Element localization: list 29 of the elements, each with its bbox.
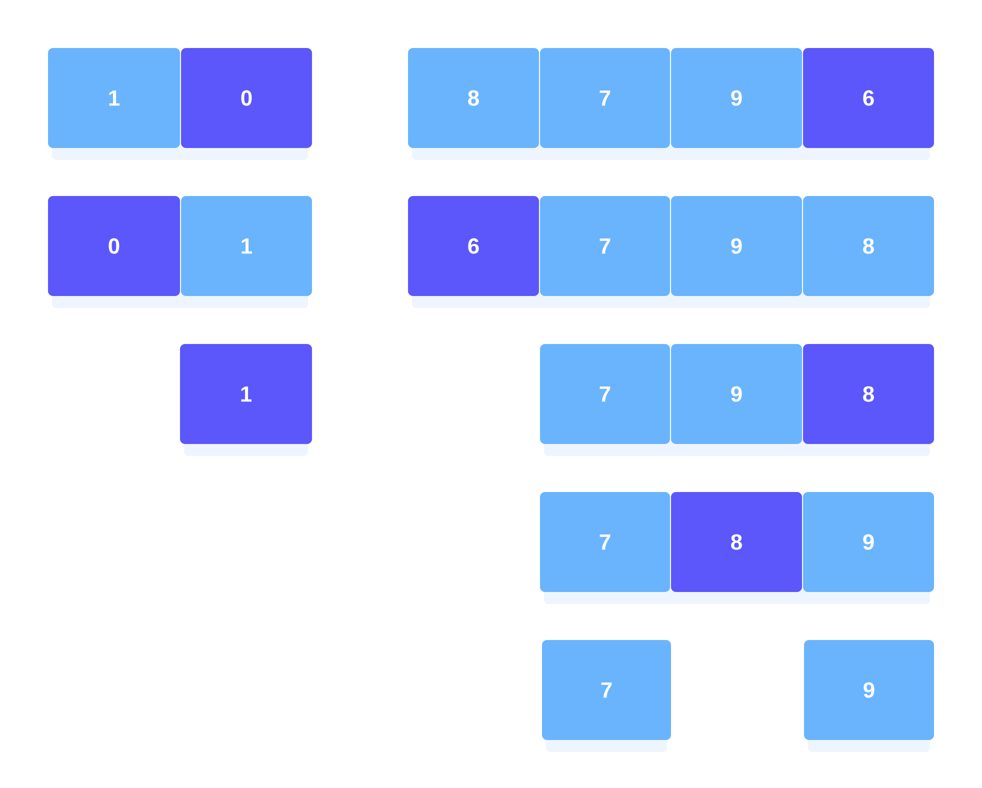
- node-label: 7: [600, 238, 610, 254]
- array-cell: 9: [803, 492, 934, 592]
- node-label: 7: [600, 386, 610, 402]
- array-cell: 1: [181, 196, 312, 296]
- array-cell: 7: [540, 48, 670, 148]
- array-cell: 7: [542, 640, 671, 740]
- array-cell: 6: [408, 196, 539, 296]
- node-label: 9: [731, 238, 742, 254]
- array-cell: 8: [671, 492, 802, 592]
- array-cell: 7: [540, 492, 670, 592]
- node-label: 9: [731, 386, 742, 402]
- array-cell: 7: [540, 196, 670, 296]
- array-cell: 9: [671, 48, 802, 148]
- array-cell: 0: [48, 196, 180, 296]
- node-label: 9: [731, 90, 742, 106]
- array-cell: 8: [803, 344, 934, 444]
- array-cell: 9: [671, 344, 802, 444]
- node-label: 8: [468, 90, 479, 106]
- node-label: 8: [863, 238, 874, 254]
- node-label: 7: [600, 90, 610, 106]
- array-cell: 0: [181, 48, 312, 148]
- array-cell: 6: [803, 48, 934, 148]
- array-cell: 9: [804, 640, 934, 740]
- array-cell: 8: [408, 48, 539, 148]
- array-cell: 7: [540, 344, 670, 444]
- array-cell: 9: [671, 196, 802, 296]
- array-cell: 8: [803, 196, 934, 296]
- array-cell: 1: [48, 48, 180, 148]
- array-cell: 1: [180, 344, 312, 444]
